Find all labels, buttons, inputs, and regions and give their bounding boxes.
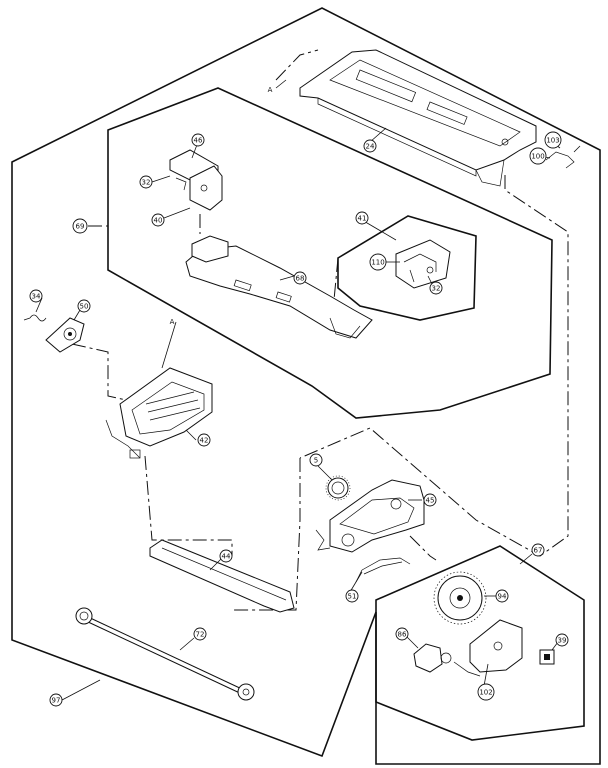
reference-mark-a-left: A	[170, 318, 175, 326]
callout-24: 24	[363, 139, 377, 153]
lever-51	[355, 557, 411, 583]
callout-46: 46	[191, 133, 205, 147]
callout-40: 40	[151, 213, 165, 227]
svg-text:34: 34	[32, 293, 41, 301]
callout-86: 86	[395, 627, 409, 641]
svg-text:24: 24	[366, 143, 375, 151]
cam-50	[45, 317, 85, 353]
small-spring-clip	[545, 145, 581, 169]
svg-text:97: 97	[52, 697, 61, 705]
callout-41: 41	[355, 211, 369, 225]
callout-32-lower: 32	[429, 281, 443, 295]
callout-5: 5	[309, 453, 323, 467]
callout-110: 110	[369, 253, 387, 271]
svg-text:102: 102	[479, 689, 492, 697]
svg-text:103: 103	[546, 137, 559, 145]
callout-69: 69	[72, 218, 88, 234]
callout-51: 51	[345, 589, 359, 603]
svg-text:69: 69	[76, 223, 85, 231]
carriage-plate-68	[185, 235, 373, 339]
shaft-72	[75, 607, 255, 701]
svg-text:68: 68	[296, 275, 305, 283]
svg-text:46: 46	[194, 137, 203, 145]
callout-94: 94	[495, 589, 509, 603]
callout-97: 97	[49, 693, 63, 707]
svg-text:44: 44	[222, 553, 231, 561]
callout-67: 67	[531, 543, 545, 557]
callout-32-upper: 32	[139, 175, 153, 189]
callout-103: 103	[544, 131, 562, 149]
svg-text:32: 32	[432, 285, 441, 293]
subassembly-41-boundary	[337, 215, 477, 321]
svg-text:40: 40	[154, 217, 163, 225]
module-41	[395, 239, 451, 289]
circuit-frame-42	[105, 367, 213, 459]
subassembly-69-boundary	[107, 87, 553, 419]
callout-72: 72	[193, 627, 207, 641]
callout-50: 50	[77, 299, 91, 313]
lower-rail-44	[149, 539, 295, 613]
callout-68: 68	[293, 271, 307, 285]
svg-text:50: 50	[80, 303, 89, 311]
callout-34: 34	[29, 289, 43, 303]
svg-text:94: 94	[498, 593, 507, 601]
upper-bracket-46	[169, 149, 223, 211]
svg-text:110: 110	[371, 259, 384, 267]
top-chassis-plate	[299, 49, 537, 187]
subassembly-67-boundary	[375, 545, 585, 741]
svg-text:67: 67	[534, 547, 543, 555]
reference-mark-a-top: A	[268, 86, 273, 94]
svg-text:39: 39	[558, 637, 567, 645]
callout-44: 44	[219, 549, 233, 563]
connector-39	[539, 649, 555, 665]
bracket-86	[413, 643, 452, 673]
svg-text:51: 51	[348, 593, 357, 601]
svg-text:100: 100	[531, 153, 544, 161]
callout-100: 100	[529, 147, 547, 165]
callout-42: 42	[197, 433, 211, 447]
callout-45: 45	[423, 493, 437, 507]
svg-text:72: 72	[196, 631, 205, 639]
spring-34	[23, 314, 47, 322]
svg-text:32: 32	[142, 179, 151, 187]
routing-lines	[71, 49, 569, 611]
svg-text:42: 42	[200, 437, 209, 445]
svg-text:45: 45	[426, 497, 435, 505]
gear-5	[325, 475, 351, 501]
svg-text:5: 5	[314, 457, 318, 465]
gear-94	[433, 571, 487, 625]
outer-assembly-boundary	[11, 7, 601, 765]
drive-housing-45	[315, 479, 425, 553]
svg-text:41: 41	[358, 215, 367, 223]
plate-102	[453, 619, 523, 677]
svg-text:86: 86	[398, 631, 407, 639]
leader-lines	[35, 79, 561, 701]
callout-39: 39	[555, 633, 569, 647]
callout-102: 102	[477, 683, 495, 701]
